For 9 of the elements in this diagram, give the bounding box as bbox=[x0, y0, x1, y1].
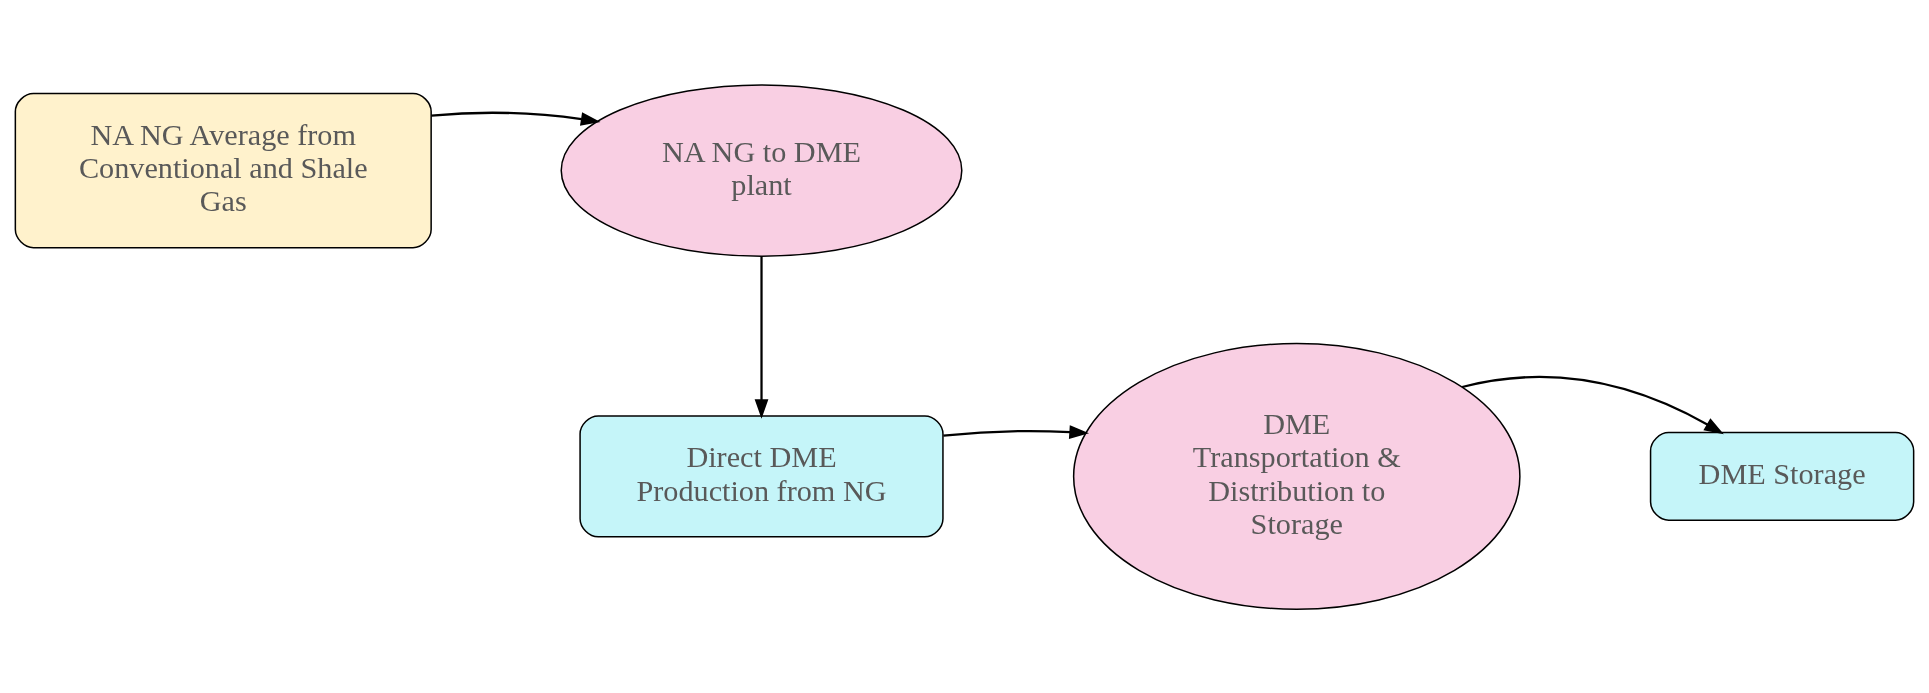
arrow bbox=[754, 255, 769, 419]
node-box: NA NG Average from Conventional and Shale Gas bbox=[14, 92, 432, 248]
arrow bbox=[943, 424, 1089, 439]
node-box: Direct DME Production from NG bbox=[579, 414, 944, 538]
arrow bbox=[1461, 375, 1724, 434]
node-ellipse: NA NG to DME plant bbox=[560, 83, 963, 257]
arrow bbox=[431, 111, 601, 126]
node-ellipse: DME Transportation & Distribution to Storage bbox=[1072, 342, 1521, 610]
node-box: DME Storage bbox=[1649, 431, 1915, 521]
